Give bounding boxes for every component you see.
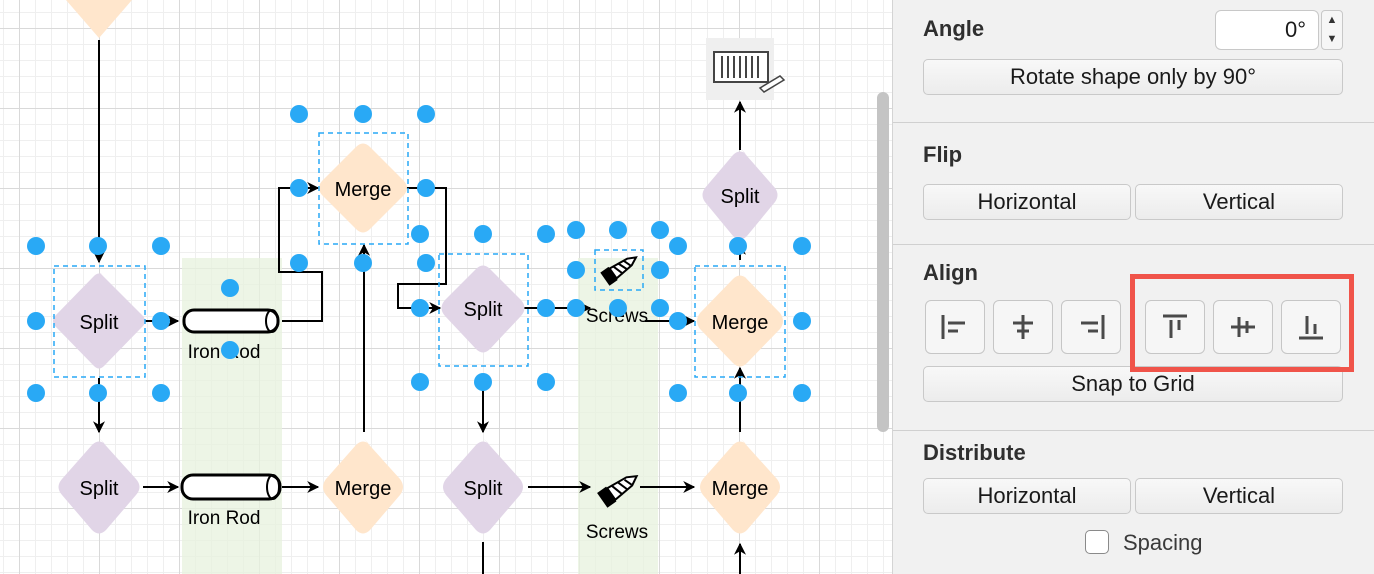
merge-node-1[interactable]: Merge xyxy=(697,272,783,367)
highlight-box xyxy=(1130,274,1354,372)
angle-input[interactable]: 0° xyxy=(1215,10,1319,50)
split-node-right[interactable]: Split xyxy=(702,148,778,240)
split-node-2-label: Split xyxy=(464,299,503,321)
align-middle-button[interactable] xyxy=(1213,300,1273,354)
vertical-scrollbar[interactable] xyxy=(877,92,889,432)
rotate-button[interactable]: Rotate shape only by 90° xyxy=(923,59,1343,95)
merge-node-2[interactable]: Merge xyxy=(323,438,403,534)
distribute-horizontal-button[interactable]: Horizontal xyxy=(923,478,1131,514)
split-node-2[interactable]: Split xyxy=(441,262,525,353)
iron-rod-node-2-label: Iron Rod xyxy=(188,508,261,529)
split-node-3-label: Split xyxy=(80,478,119,500)
split-node-right-label: Split xyxy=(721,186,760,208)
angle-stepper[interactable]: ▲ ▼ xyxy=(1321,10,1343,50)
align-middle-icon xyxy=(1231,317,1255,337)
spacing-checkbox[interactable] xyxy=(1085,530,1109,554)
merge-node-top-partial[interactable] xyxy=(66,0,132,38)
flip-vertical-button[interactable]: Vertical xyxy=(1135,184,1343,220)
divider xyxy=(893,122,1374,123)
align-right-button[interactable] xyxy=(1061,300,1121,354)
distribute-vertical-button[interactable]: Vertical xyxy=(1135,478,1343,514)
merge-node-top[interactable]: Merge xyxy=(319,140,407,233)
split-node-1-label: Split xyxy=(80,312,119,334)
distribute-title: Distribute xyxy=(923,440,1026,465)
merge-node-top-label: Merge xyxy=(335,179,392,201)
align-center-icon xyxy=(1013,315,1033,339)
align-bottom-button[interactable] xyxy=(1281,300,1341,354)
align-title: Align xyxy=(923,260,978,285)
diagram-canvas[interactable]: Split Iron Rod Merge Split Screws Merge … xyxy=(0,0,892,574)
split-node-4[interactable]: Split xyxy=(443,438,523,534)
chevron-up-icon[interactable]: ▲ xyxy=(1326,14,1338,26)
selection-boxes xyxy=(53,132,786,378)
screws-node-2-label: Screws xyxy=(586,522,648,543)
divider xyxy=(893,430,1374,431)
selection-handles[interactable] xyxy=(27,105,811,402)
divider xyxy=(893,244,1374,245)
align-right-icon xyxy=(1081,315,1105,339)
screw-icon-2[interactable] xyxy=(597,469,642,508)
split-node-3[interactable]: Split xyxy=(58,438,140,534)
chevron-down-icon[interactable]: ▼ xyxy=(1326,33,1338,45)
format-panel: Angle 0° ▲ ▼ Rotate shape only by 90° Fl… xyxy=(892,0,1374,574)
align-bottom-icon xyxy=(1299,316,1323,340)
merge-node-1-label: Merge xyxy=(712,312,769,334)
snap-to-grid-button[interactable]: Snap to Grid xyxy=(923,366,1343,402)
align-top-button[interactable] xyxy=(1145,300,1205,354)
iron-rod-node-2[interactable]: Iron Rod xyxy=(180,473,282,529)
align-top-icon xyxy=(1163,314,1187,338)
flip-title: Flip xyxy=(923,142,963,167)
merge-node-3-label: Merge xyxy=(712,478,769,500)
split-node-1[interactable]: Split xyxy=(53,272,145,369)
align-center-button[interactable] xyxy=(993,300,1053,354)
align-left-button[interactable] xyxy=(925,300,985,354)
conveyor-icon[interactable] xyxy=(706,38,786,100)
merge-node-3[interactable]: Merge xyxy=(700,438,780,534)
spacing-label: Spacing xyxy=(1123,530,1203,555)
split-node-4-label: Split xyxy=(464,478,503,500)
flip-horizontal-button[interactable]: Horizontal xyxy=(923,184,1131,220)
merge-node-2-label: Merge xyxy=(335,478,392,500)
screw-icon-1[interactable] xyxy=(600,251,640,286)
align-left-icon xyxy=(941,315,965,339)
angle-title: Angle xyxy=(923,16,985,41)
